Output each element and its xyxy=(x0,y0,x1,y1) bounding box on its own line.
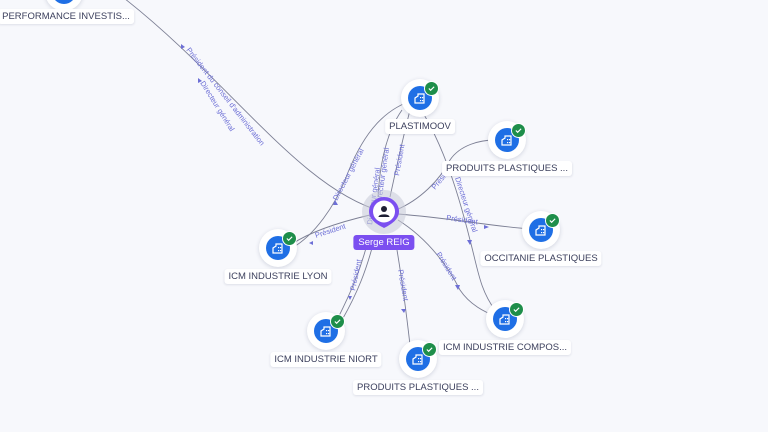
node-label[interactable]: ICM INDUSTRIE LYON xyxy=(224,269,332,284)
edge-pp2-president: Président xyxy=(396,249,411,346)
person-icon xyxy=(369,197,399,228)
node-label[interactable]: ICM INDUSTRIE COMPOS... xyxy=(438,340,572,355)
person-name-label[interactable]: Serge REIG xyxy=(353,235,415,250)
verified-check-icon xyxy=(330,314,345,329)
node-label[interactable]: PLASTIMOOV xyxy=(385,119,455,134)
verified-check-icon xyxy=(509,302,524,317)
edge-niort-president: Président xyxy=(337,247,367,319)
node-label[interactable]: PRODUITS PLASTIQUES ... xyxy=(353,380,483,395)
edge-label: Président xyxy=(392,143,407,177)
verified-check-icon xyxy=(282,231,297,246)
node-label[interactable]: OCCITANIE PLASTIQUES xyxy=(480,251,602,266)
node-label[interactable]: PRODUITS PLASTIQUES ... xyxy=(442,161,572,176)
edge-pp1-dg: Directeur général xyxy=(419,107,496,311)
edge-label: Président xyxy=(348,258,364,292)
arrow-icon xyxy=(198,78,202,83)
arrow-icon xyxy=(181,44,185,49)
node-label[interactable]: ICM INDUSTRIE NIORT xyxy=(270,352,382,367)
arrow-icon xyxy=(484,225,489,229)
edge-label: Président xyxy=(434,250,459,282)
edge-label: Président xyxy=(396,269,411,303)
edge-label: Président du conseil d'administration xyxy=(184,46,266,148)
edge-label: Président xyxy=(446,213,480,226)
arrow-icon xyxy=(455,285,460,290)
arrow-icon xyxy=(348,296,352,300)
arrow-icon xyxy=(401,309,406,313)
arrow-icon xyxy=(309,241,313,245)
verified-check-icon xyxy=(422,342,437,357)
building-icon xyxy=(406,347,430,371)
arrow-icon xyxy=(333,200,338,205)
edge-occitanie-president: Président xyxy=(397,213,531,230)
node-halo xyxy=(45,0,83,11)
node-label[interactable]: PERFORMANCE INVESTIS... xyxy=(0,9,134,24)
building-icon xyxy=(493,307,517,331)
arrow-icon xyxy=(467,240,472,245)
verified-check-icon xyxy=(545,213,560,228)
verified-check-icon xyxy=(424,81,439,96)
building-icon xyxy=(52,0,76,4)
edge-label: Directeur général xyxy=(331,147,366,202)
building-icon xyxy=(529,218,553,242)
verified-check-icon xyxy=(511,123,526,138)
